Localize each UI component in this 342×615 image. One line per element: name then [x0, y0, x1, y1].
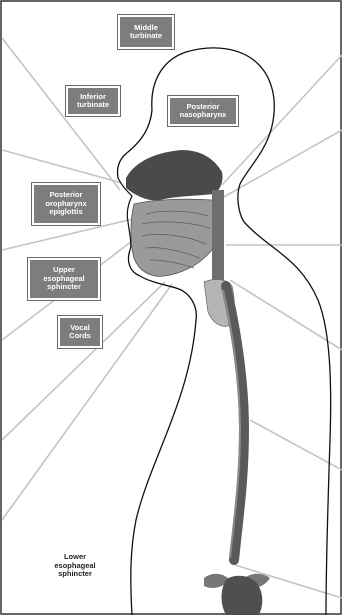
body-outline: [117, 48, 330, 615]
label-posterior-oropharynx-epiglottis: Posterior oropharynx epiglottis: [32, 183, 100, 225]
oral-cavity: [131, 199, 223, 276]
label-inferior-turbinate: Inferior turbinate: [66, 86, 120, 116]
pharynx: [212, 190, 224, 286]
label-lower-esophageal-sphincter: Lower esophageal sphincter: [44, 553, 106, 579]
label-upper-esophageal-sphincter: Upper esophageal sphincter: [28, 258, 100, 300]
label-posterior-nasopharynx: Posterior nasopharynx: [168, 96, 238, 126]
nasal-cavity: [126, 150, 223, 200]
body-outline-chin: [128, 250, 196, 615]
label-middle-turbinate: Middle turbinate: [118, 15, 174, 49]
label-vocal-cords: Vocal Cords: [58, 316, 102, 348]
